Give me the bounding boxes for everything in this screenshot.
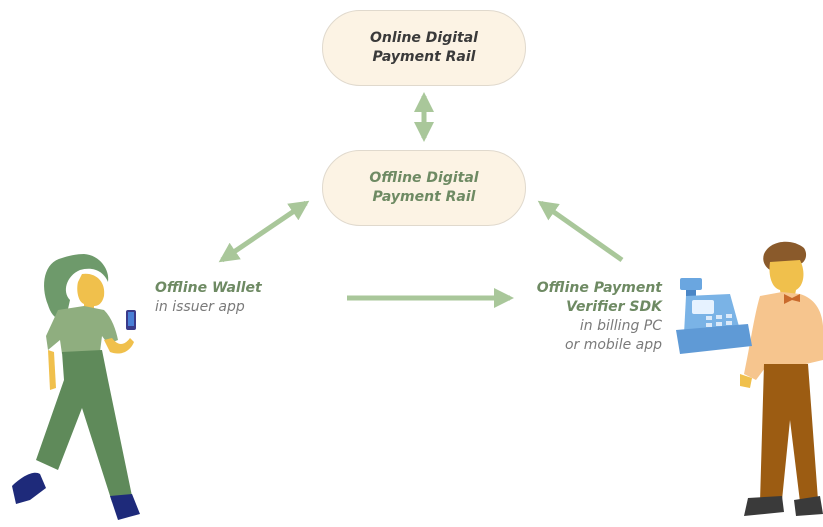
offline-rail-line1: Offline Digital xyxy=(369,170,479,186)
arrow-verifier-offline-rail xyxy=(537,200,624,263)
offline-rail-line2: Payment Rail xyxy=(372,189,476,205)
wallet-subtitle: in issuer app xyxy=(155,299,245,315)
verifier-subtitle2: or mobile app xyxy=(564,337,662,353)
arrow-wallet-offline-rail xyxy=(218,200,310,263)
online-rail-line1: Online Digital xyxy=(370,30,478,46)
verifier-sdk-label: Offline Payment Verifier SDK in billing … xyxy=(537,279,662,355)
verifier-subtitle1: in billing PC xyxy=(579,318,662,334)
offline-wallet-label: Offline Wallet in issuer app xyxy=(155,279,262,317)
online-rail-line2: Payment Rail xyxy=(372,49,476,65)
verifier-title2: Verifier SDK xyxy=(566,299,662,315)
offline-payment-rail-node: Offline Digital Payment Rail xyxy=(322,150,526,226)
verifier-title1: Offline Payment xyxy=(536,280,662,296)
online-payment-rail-node: Online Digital Payment Rail xyxy=(322,10,526,86)
wallet-title: Offline Wallet xyxy=(155,280,262,296)
